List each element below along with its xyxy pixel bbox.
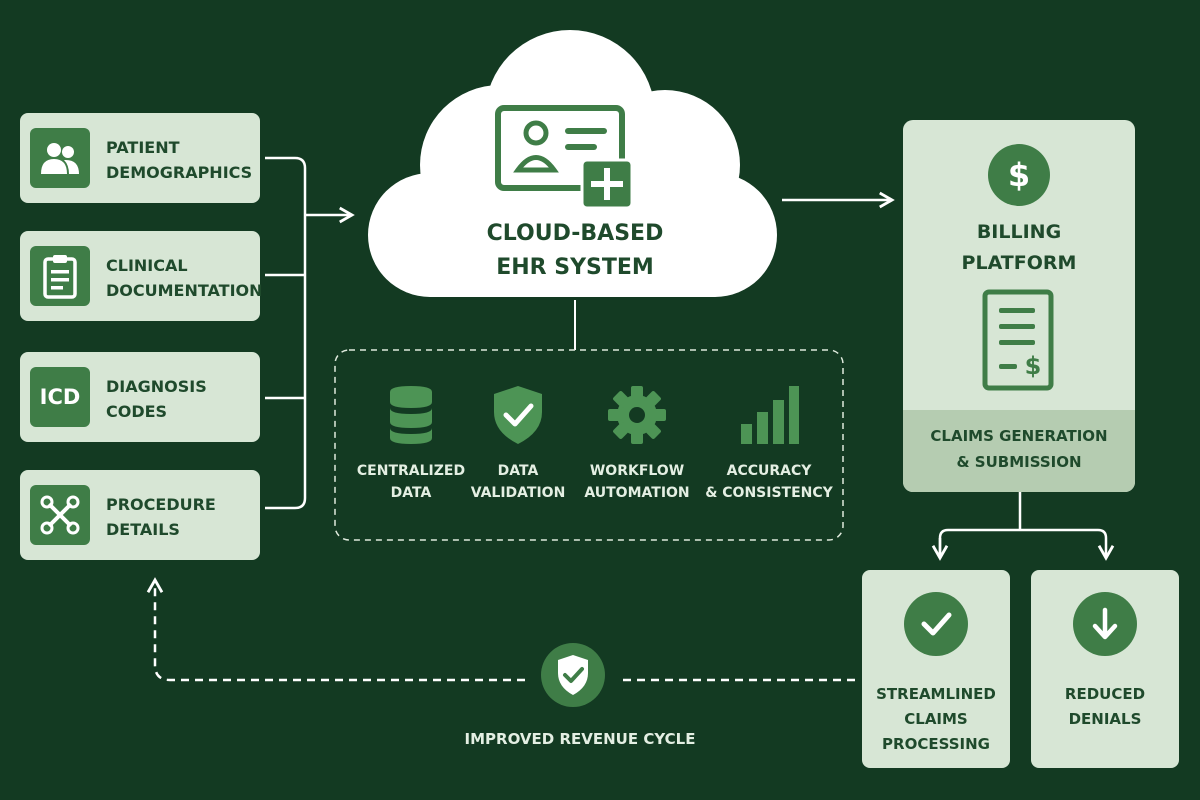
input-label: PATIENT DEMOGRAPHICS xyxy=(106,135,256,185)
feature-label: WORKFLOW AUTOMATION xyxy=(572,460,702,504)
feedback-dashed-arrow xyxy=(146,577,855,682)
icd-icon: ICD xyxy=(30,367,90,427)
input-label-line: DOCUMENTATION xyxy=(106,281,263,300)
feature-centralized-data: CENTRALIZED DATA xyxy=(346,380,476,504)
feature-data-validation: DATA VALIDATION xyxy=(453,380,583,504)
input-label-line: PROCEDURE xyxy=(106,495,216,514)
input-label: DIAGNOSIS CODES xyxy=(106,374,256,424)
billing-title-line: BILLING xyxy=(976,221,1062,243)
feedback-label: IMPROVED REVENUE CYCLE xyxy=(464,730,696,748)
input-label-line: PATIENT xyxy=(106,138,180,157)
input-label-line: DIAGNOSIS xyxy=(106,377,207,396)
input-label: CLINICAL DOCUMENTATION xyxy=(106,253,263,303)
dollar-icon-symbol: $ xyxy=(1008,156,1030,194)
gear-icon xyxy=(572,380,702,450)
cloud-title: CLOUD-BASED EHR SYSTEM xyxy=(400,217,750,285)
billing-title: BILLING PLATFORM xyxy=(903,217,1135,279)
feature-label-line: VALIDATION xyxy=(470,485,566,501)
input-card-patient-demographics: PATIENT DEMOGRAPHICS xyxy=(20,113,260,203)
outcome-label-line: DENIALS xyxy=(1068,710,1142,728)
feature-label: ACCURACY & CONSISTENCY xyxy=(704,460,834,504)
billing-subtitle: CLAIMS GENERATION & SUBMISSION xyxy=(903,423,1135,475)
cloud-title-line: CLOUD-BASED xyxy=(486,221,664,246)
arrow-down-circle-icon xyxy=(1073,592,1137,656)
feature-label: CENTRALIZED DATA xyxy=(346,460,476,504)
outcome-label-line: CLAIMS xyxy=(904,710,968,728)
users-icon xyxy=(30,128,90,188)
feature-label-line: WORKFLOW xyxy=(589,463,685,479)
feature-workflow-automation: WORKFLOW AUTOMATION xyxy=(572,380,702,504)
input-label-line: DEMOGRAPHICS xyxy=(106,163,253,182)
feature-label: DATA VALIDATION xyxy=(453,460,583,504)
outcome-label-line: STREAMLINED xyxy=(876,685,996,703)
features-dashed-box xyxy=(334,349,844,541)
shield-check-icon xyxy=(453,380,583,450)
billing-subsection xyxy=(903,410,1135,492)
outcome-label-line: PROCESSING xyxy=(882,735,990,753)
outcome-label-line: REDUCED xyxy=(1064,685,1146,703)
billing-title-line: PLATFORM xyxy=(961,252,1077,274)
database-icon xyxy=(346,380,476,450)
invoice-icon: $ xyxy=(982,289,1054,391)
feature-label-line: AUTOMATION xyxy=(584,485,690,501)
input-card-diagnosis-codes: ICD DIAGNOSIS CODES xyxy=(20,352,260,442)
bar-chart-icon xyxy=(704,380,834,450)
input-label-line: CODES xyxy=(106,402,168,421)
clipboard-icon xyxy=(30,246,90,306)
input-label-line: CLINICAL xyxy=(106,256,188,275)
input-card-procedure-details: PROCEDURE DETAILS xyxy=(20,470,260,560)
outcome-card-streamlined-claims: STREAMLINED CLAIMS PROCESSING xyxy=(862,570,1010,768)
invoice-currency-symbol: $ xyxy=(1025,352,1042,380)
check-circle-icon xyxy=(904,592,968,656)
feature-accuracy-consistency: ACCURACY & CONSISTENCY xyxy=(704,380,834,504)
outcome-label: STREAMLINED CLAIMS PROCESSING xyxy=(862,682,1010,757)
input-bracket xyxy=(265,156,355,510)
feature-label-line: CENTRALIZED xyxy=(356,463,466,479)
input-card-clinical-documentation: CLINICAL DOCUMENTATION xyxy=(20,231,263,321)
outcome-card-reduced-denials: REDUCED DENIALS xyxy=(1031,570,1179,768)
billing-subtitle-line: & SUBMISSION xyxy=(956,453,1082,471)
shield-check-icon xyxy=(541,643,605,707)
billing-split-arrows xyxy=(931,492,1115,561)
id-card-plus-icon xyxy=(495,105,634,210)
billing-subtitle-line: CLAIMS GENERATION xyxy=(930,427,1108,445)
cloud-title-line: EHR SYSTEM xyxy=(496,255,654,280)
input-label: PROCEDURE DETAILS xyxy=(106,492,256,542)
feature-label-line: & CONSISTENCY xyxy=(705,485,833,501)
feature-label-line: DATA xyxy=(497,463,539,479)
outcome-label: REDUCED DENIALS xyxy=(1031,682,1179,732)
scissors-tools-icon xyxy=(30,485,90,545)
icd-icon-text: ICD xyxy=(39,385,81,409)
feature-label-line: ACCURACY xyxy=(726,463,812,479)
input-label-line: DETAILS xyxy=(106,520,180,539)
billing-platform-panel: $ BILLING PLATFORM $ CLAIMS GENERATION &… xyxy=(903,120,1135,492)
feature-label-line: DATA xyxy=(390,485,432,501)
dollar-icon: $ xyxy=(988,144,1050,206)
